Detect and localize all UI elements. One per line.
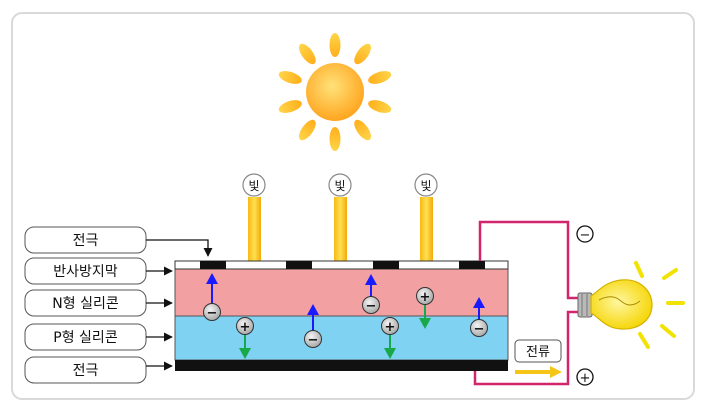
light-label: 빛 <box>242 173 266 197</box>
svg-text:−: − <box>308 333 319 348</box>
svg-text:N형 실리콘: N형 실리콘 <box>52 296 119 312</box>
current-arrow <box>515 366 562 378</box>
negative-terminal: − <box>576 225 594 243</box>
electron: − <box>362 274 380 314</box>
svg-text:−: − <box>366 299 377 314</box>
positive-terminal: + <box>576 368 594 386</box>
current-label: 전류 <box>514 339 562 363</box>
circuit-wire-negative <box>478 220 585 300</box>
sun-ray <box>368 100 392 113</box>
svg-text:+: + <box>580 371 591 386</box>
svg-text:빛: 빛 <box>248 179 259 193</box>
hole-carriers: + + + <box>236 287 434 359</box>
sun-icon <box>278 33 392 151</box>
light-label: 빛 <box>328 173 352 197</box>
sun-ray <box>329 127 341 151</box>
sun-ray <box>278 100 302 113</box>
electron: − <box>203 273 221 321</box>
hole: + <box>416 287 434 329</box>
svg-text:−: − <box>207 306 218 321</box>
hole: + <box>381 317 399 359</box>
electron: − <box>470 297 488 337</box>
light-label: 빛 <box>414 173 438 197</box>
top-electrode-contacts <box>200 261 485 269</box>
svg-text:빛: 빛 <box>420 179 431 193</box>
svg-text:빛: 빛 <box>334 179 345 193</box>
svg-text:전극: 전극 <box>73 363 99 379</box>
layer-label-bottom-electrode: 전극 <box>24 356 147 384</box>
sun-ray <box>299 119 316 141</box>
sun-ray <box>299 43 316 65</box>
sun-ray <box>329 33 341 57</box>
svg-text:전류: 전류 <box>526 345 550 360</box>
svg-text:−: − <box>474 322 485 337</box>
n-type-layer <box>174 268 509 317</box>
anti-reflection-film <box>174 260 509 270</box>
svg-text:+: + <box>240 320 251 335</box>
hole: + <box>236 317 254 359</box>
svg-text:전극: 전극 <box>73 233 99 249</box>
layer-label-top-electrode: 전극 <box>24 226 147 254</box>
p-type-layer <box>174 315 509 361</box>
layer-label-p-type: P형 실리콘 <box>24 323 147 351</box>
svg-text:+: + <box>385 320 396 335</box>
light-bulb-icon <box>577 261 685 349</box>
layer-label-n-type: N형 실리콘 <box>24 289 147 317</box>
svg-text:반사방지막: 반사방지막 <box>53 264 118 280</box>
label-pointers <box>146 239 213 371</box>
electron: − <box>304 304 322 348</box>
electron-carriers: − − − − <box>203 273 488 348</box>
sun-ray <box>354 43 371 65</box>
bottom-electrode <box>175 360 508 371</box>
sun-ray <box>278 71 302 84</box>
circuit-wire-positive <box>473 310 585 386</box>
layer-label-anti-reflection: 반사방지막 <box>24 257 147 285</box>
svg-text:−: − <box>580 228 591 243</box>
sun-ray <box>368 71 392 84</box>
sun-ray <box>354 119 371 141</box>
svg-text:+: + <box>420 290 431 305</box>
svg-text:P형 실리콘: P형 실리콘 <box>53 330 118 346</box>
